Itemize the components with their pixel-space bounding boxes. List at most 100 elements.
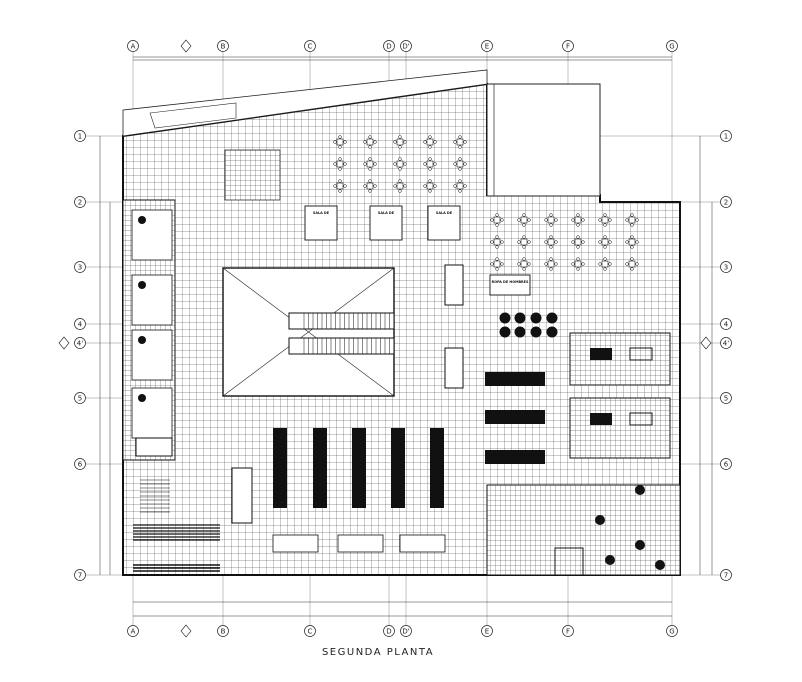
round-table-1 (499, 312, 511, 324)
row-marker-6-left: 6 (74, 458, 86, 470)
shop-1 (569, 332, 671, 386)
shelf-4 (391, 428, 405, 508)
restroom-1 (131, 209, 173, 261)
table-set-5 (453, 135, 467, 149)
service-seat-5 (655, 560, 665, 570)
column-marker-B-bottom: B (217, 625, 229, 637)
table-set-2 (363, 135, 377, 149)
fixture (138, 216, 146, 224)
round-table-3 (530, 312, 542, 324)
table-set-19 (571, 213, 585, 227)
row-marker-3-left: 3 (74, 261, 86, 273)
column-marker-F-bottom: F (562, 625, 574, 637)
void-top-right (486, 83, 601, 197)
facade-panel (149, 102, 237, 129)
svg-text:B: B (221, 43, 226, 51)
svg-text:G: G (669, 628, 674, 636)
round-table-6 (514, 326, 526, 338)
svg-text:A: A (131, 628, 136, 636)
section-marker-3 (180, 39, 192, 53)
service-seat-1 (635, 485, 645, 495)
table-set-10 (453, 157, 467, 171)
table-set-1 (333, 135, 347, 149)
column-marker-E-bottom: E (481, 625, 493, 637)
shelf-5 (430, 428, 444, 508)
kitchen-area (224, 149, 281, 201)
table-set-32 (598, 257, 612, 271)
column-marker-C-bottom: C (304, 625, 316, 637)
svg-text:D': D' (402, 628, 409, 636)
room-sala-2: SALA DE (369, 205, 403, 241)
table-set-25 (571, 235, 585, 249)
room-sala-3: SALA DE (427, 205, 461, 241)
service-seat-4 (605, 555, 615, 565)
row-marker-4'-right: 4' (720, 337, 732, 349)
restroom-4 (131, 387, 173, 439)
restroom-2 (131, 274, 173, 326)
shelf-1 (273, 428, 287, 508)
svg-text:E: E (485, 43, 489, 51)
table-set-33 (625, 257, 639, 271)
round-table-2 (514, 312, 526, 324)
row-marker-3-right: 3 (720, 261, 732, 273)
table-set-21 (625, 213, 639, 227)
column-marker-E-top: E (481, 40, 493, 52)
svg-text:6: 6 (724, 461, 729, 469)
row-marker-1-right: 1 (720, 130, 732, 142)
table-set-31 (571, 257, 585, 271)
restroom-3 (131, 329, 173, 381)
table-set-22 (490, 235, 504, 249)
display-bar-3 (485, 450, 545, 464)
fixture (138, 336, 146, 344)
row-marker-7-right: 7 (720, 569, 732, 581)
table-set-14 (423, 179, 437, 193)
table-set-24 (544, 235, 558, 249)
table-set-28 (490, 257, 504, 271)
svg-text:4': 4' (77, 340, 83, 348)
svg-text:D: D (386, 43, 391, 51)
svg-text:3: 3 (724, 264, 728, 272)
table-set-8 (393, 157, 407, 171)
svg-text:D: D (386, 628, 391, 636)
column-marker-G-bottom: G (666, 625, 678, 637)
kiosk-2 (444, 347, 464, 389)
section-marker-4 (180, 624, 192, 638)
svg-text:SALA DE: SALA DE (436, 211, 453, 215)
svg-text:4: 4 (78, 321, 83, 329)
table-set-11 (333, 179, 347, 193)
counter-1 (272, 534, 319, 553)
kiosk-1 (444, 264, 464, 306)
fixture (138, 394, 146, 402)
svg-text:1: 1 (724, 133, 728, 141)
shelf-2 (313, 428, 327, 508)
svg-text:5: 5 (78, 395, 82, 403)
table-set-27 (625, 235, 639, 249)
table-set-4 (423, 135, 437, 149)
svg-text:C: C (308, 628, 313, 636)
svg-text:2: 2 (78, 199, 82, 207)
table-set-12 (363, 179, 377, 193)
table-set-16 (490, 213, 504, 227)
fixture (138, 281, 146, 289)
svg-text:2: 2 (724, 199, 728, 207)
section-marker-1 (58, 336, 70, 350)
svg-text:SALA DE: SALA DE (378, 211, 395, 215)
table-set-29 (517, 257, 531, 271)
svg-text:7: 7 (78, 572, 82, 580)
table-set-26 (598, 235, 612, 249)
section-marker-2 (700, 336, 712, 350)
svg-text:F: F (566, 628, 570, 636)
plan-title: SEGUNDA PLANTA (322, 647, 434, 658)
svg-text:F: F (566, 43, 570, 51)
svg-text:B: B (221, 628, 226, 636)
svg-text:D': D' (402, 43, 409, 51)
row-marker-1-left: 1 (74, 130, 86, 142)
table-set-20 (598, 213, 612, 227)
row-marker-6-right: 6 (720, 458, 732, 470)
display-bar-1 (485, 372, 545, 386)
table-set-13 (393, 179, 407, 193)
column-marker-D'-top: D' (400, 40, 412, 52)
svg-text:C: C (308, 43, 313, 51)
